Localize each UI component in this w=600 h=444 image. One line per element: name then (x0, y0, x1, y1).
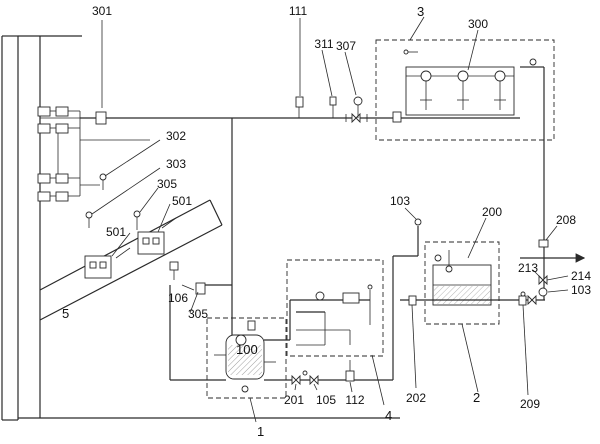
label-209: 209 (520, 397, 540, 411)
label-300: 300 (468, 17, 488, 31)
label-305-bottom: 305 (188, 307, 208, 321)
leader-lines (91, 16, 569, 423)
pipe-103-branch (392, 218, 422, 380)
label-105: 105 (316, 393, 336, 407)
label-111: 111 (289, 4, 308, 18)
unit-3 (375, 39, 555, 240)
outflow-line (520, 239, 586, 300)
pipe-unit2-horizontal (400, 291, 545, 306)
labels: 301 111 311 307 3 300 302 303 305 501 50… (62, 4, 591, 439)
label-302: 302 (166, 129, 186, 143)
bottom-line-valves (291, 360, 355, 386)
label-311: 311 (314, 37, 333, 51)
conveyor-5 (39, 199, 223, 321)
label-303: 303 (166, 157, 186, 171)
label-106: 106 (168, 291, 188, 305)
label-2: 2 (473, 390, 480, 405)
label-1: 1 (257, 424, 264, 439)
label-103-right: 103 (571, 283, 591, 297)
label-202: 202 (406, 391, 426, 405)
label-213: 213 (518, 261, 538, 275)
label-501-left: 501 (106, 225, 126, 239)
label-5: 5 (62, 306, 69, 321)
label-307: 307 (336, 39, 356, 53)
gauge-305-top (133, 210, 141, 230)
label-200: 200 (482, 205, 502, 219)
label-3: 3 (417, 4, 424, 19)
label-208: 208 (556, 213, 576, 227)
label-100: 100 (236, 342, 258, 357)
valve-106 (195, 282, 206, 295)
gauge-303 (85, 211, 93, 228)
label-201: 201 (284, 393, 304, 407)
label-301: 301 (92, 4, 112, 18)
label-112: 112 (345, 393, 364, 407)
distribution-rack (37, 106, 232, 202)
label-501-right: 501 (172, 194, 192, 208)
label-103-top: 103 (390, 194, 410, 208)
main-header-line (80, 96, 393, 125)
label-305-top: 305 (157, 177, 177, 191)
unit-2 (424, 241, 500, 325)
unit-4 (286, 259, 384, 357)
label-4: 4 (385, 408, 392, 423)
unit-1 (169, 285, 393, 399)
label-214: 214 (571, 269, 591, 283)
left-wall (1, 35, 400, 421)
gauge-302 (99, 173, 107, 190)
